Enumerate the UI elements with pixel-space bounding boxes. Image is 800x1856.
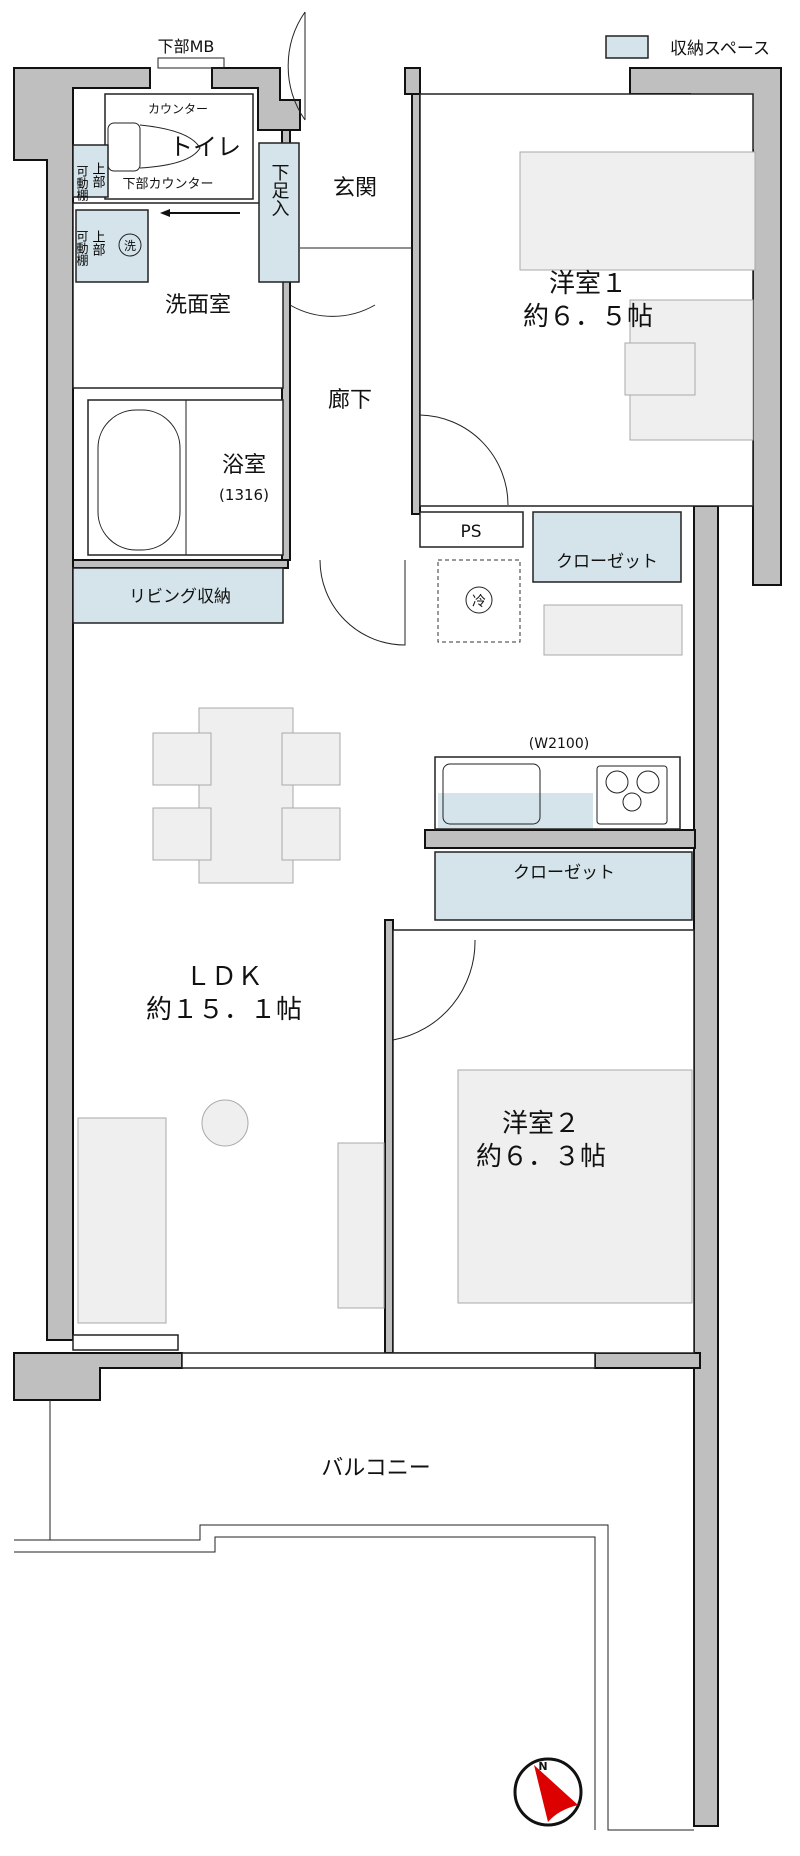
- room1-name: 洋室１: [549, 269, 627, 299]
- kitchen: (W2100): [434, 736, 681, 830]
- ldk: ＬＤＫ 約１５．１帖: [72, 707, 385, 1351]
- closet1-label: クローゼット: [556, 552, 658, 572]
- bed-icon: [519, 151, 756, 271]
- upper-label-1: 上部: [90, 162, 106, 188]
- closet-2: [434, 851, 693, 921]
- ps-label: PS: [460, 522, 481, 542]
- washer-label: 洗: [124, 239, 136, 253]
- upper-label-2: 上部: [90, 230, 106, 256]
- living-storage: [72, 567, 284, 624]
- room2-name: 洋室２: [502, 1109, 580, 1139]
- dining-table-icon: [198, 707, 294, 884]
- shelf-label-1: 可動棚: [75, 165, 89, 202]
- entrance-door[interactable]: [287, 11, 306, 121]
- sink-icon: [442, 763, 541, 825]
- entrance-label: 玄関: [333, 176, 377, 201]
- round-table-icon: [201, 1099, 249, 1147]
- hallway-label: 廊下: [328, 388, 372, 413]
- closet-1: [532, 511, 682, 583]
- room1-size: 約６．５帖: [523, 302, 653, 332]
- bed-icon-2: [457, 1069, 693, 1304]
- north-label: N: [538, 1760, 547, 1773]
- closet2-label: クローゼット: [513, 863, 615, 883]
- room2-door[interactable]: [392, 939, 476, 1041]
- washroom: 可動棚 上部 洗 洗面室: [72, 202, 284, 389]
- shoe-storage-label: 下足入: [269, 163, 290, 217]
- living-storage-label: リビング収納: [129, 587, 231, 607]
- western-room-2: 洋室２ 約６．３帖: [392, 929, 695, 1354]
- fridge-icon: [465, 586, 493, 614]
- toilet-room: カウンター トイレ 下部カウンター 可動棚 上部: [72, 93, 254, 202]
- room2-size: 約６．３帖: [476, 1142, 606, 1172]
- washroom-label: 洗面室: [165, 293, 231, 318]
- bathtub-icon: [97, 409, 181, 551]
- western-room-1: 洋室１ 約６．５帖: [419, 93, 756, 507]
- ldk-size: 約１５．１帖: [146, 995, 302, 1025]
- sofa-icon: [77, 1117, 167, 1324]
- tv-stand-icon: [337, 1142, 385, 1309]
- stove-icon: [596, 765, 668, 825]
- kitchen-width: (W2100): [529, 736, 589, 752]
- bath-size: (1316): [219, 486, 269, 504]
- balcony: バルコニー: [14, 1400, 694, 1831]
- bath-label: 浴室: [222, 453, 266, 478]
- chair-icon: [624, 342, 696, 396]
- north-compass-icon: N: [513, 1757, 583, 1827]
- legend-label: 収納スペース: [670, 39, 770, 59]
- room1-door[interactable]: [419, 414, 509, 506]
- ps-box: [419, 511, 524, 548]
- ldk-name: ＬＤＫ: [185, 962, 263, 992]
- lower-counter-label: 下部カウンター: [122, 177, 213, 192]
- washroom-door[interactable]: [289, 304, 376, 317]
- mb-label: 下部MB: [158, 37, 215, 56]
- balcony-label: バルコニー: [321, 1456, 431, 1481]
- legend-swatch: [605, 35, 649, 59]
- balcony-window: [181, 1352, 596, 1369]
- fridge-label: 冷: [472, 594, 486, 610]
- mb-box: [157, 57, 225, 69]
- bathroom: 浴室 (1316): [87, 399, 284, 556]
- washer-icon: [118, 233, 142, 257]
- shoe-storage: [258, 142, 300, 283]
- toilet-label: トイレ: [169, 133, 241, 161]
- sliding-door-arrow-icon: [160, 209, 170, 217]
- fridge-space: [437, 559, 521, 643]
- cupboard: [543, 604, 683, 656]
- counter-label: カウンター: [148, 102, 208, 116]
- ldk-door[interactable]: [319, 559, 406, 646]
- shelf-label-2: 可動棚: [75, 230, 89, 267]
